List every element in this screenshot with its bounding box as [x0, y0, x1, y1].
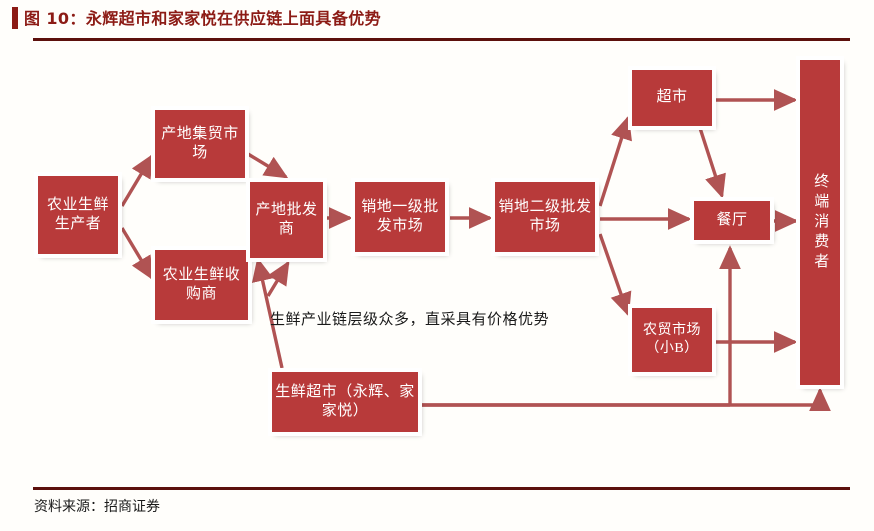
- node-label: 销地二级批发市场: [498, 198, 592, 234]
- figure-header: 图 10：永辉超市和家家悦在供应链上面具备优势: [0, 0, 874, 46]
- node-label: 销地一级批发市场: [361, 198, 439, 234]
- node-sales-primary-wholesale-market[interactable]: 销地一级批发市场: [355, 182, 445, 252]
- node-origin-collective-market[interactable]: 产地集贸市场: [155, 110, 245, 178]
- node-fresh-supermarket[interactable]: 生鲜超市（永辉、家家悦）: [272, 372, 418, 432]
- node-label: 农业生鲜生产者: [46, 196, 109, 232]
- node-label: 产地集贸市场: [161, 125, 239, 161]
- node-restaurant[interactable]: 餐厅: [694, 201, 770, 240]
- node-label: 生鲜超市（永辉、家家悦）: [275, 383, 415, 419]
- node-origin-wholesaler[interactable]: 产地批发商: [250, 182, 323, 258]
- footer-divider: [33, 487, 850, 490]
- page-title: 图 10：永辉超市和家家悦在供应链上面具备优势: [24, 9, 382, 28]
- source-note: 资料来源：招商证券: [34, 499, 160, 515]
- node-producer[interactable]: 农业生鲜生产者: [38, 176, 118, 254]
- node-supermarket[interactable]: 超市: [632, 70, 712, 126]
- node-sales-secondary-wholesale-market[interactable]: 销地二级批发市场: [495, 182, 595, 252]
- diagram-arrows: [120, 89, 831, 412]
- node-label: 农贸市场（小B）: [643, 323, 701, 356]
- node-label: 农业生鲜收购商: [162, 266, 241, 302]
- node-end-consumer[interactable]: 终端消费者: [800, 60, 840, 385]
- diagram-annotation: 生鲜产业链层级众多，直采具有价格优势: [270, 312, 550, 328]
- node-label: 餐厅: [716, 211, 748, 228]
- title-accent-bar: [12, 7, 18, 29]
- node-label: 产地批发商: [255, 201, 318, 237]
- header-divider: [33, 38, 850, 41]
- node-label: 终端消费者: [812, 172, 829, 273]
- node-farmers-market[interactable]: 农贸市场（小B）: [632, 308, 712, 372]
- node-agricultural-buyer[interactable]: 农业生鲜收购商: [155, 250, 248, 320]
- supply-chain-diagram: 农业生鲜生产者 产地集贸市场 农业生鲜收购商 产地批发商 销地一级批发市场 销地…: [0, 46, 874, 487]
- node-label: 超市: [656, 89, 688, 106]
